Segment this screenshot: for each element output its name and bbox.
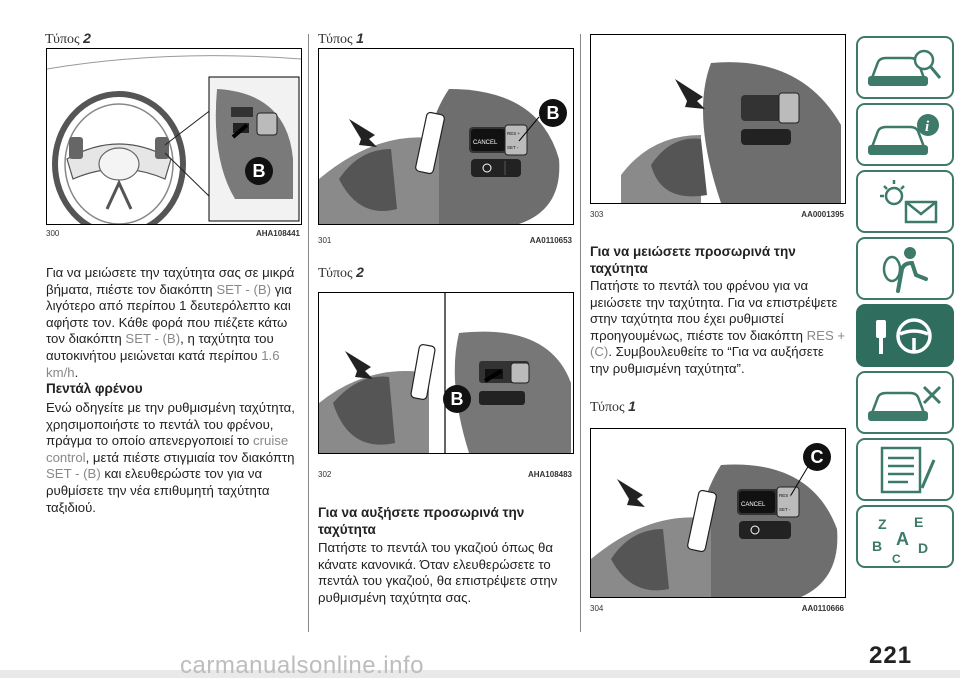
heading-decrease-temporarily: Για να μειώσετε προσωρινά την ταχύτητα xyxy=(590,244,796,276)
figure-brake-pedal-switch xyxy=(590,34,846,204)
car-search-icon[interactable] xyxy=(856,36,954,99)
type-title: Τύπος 1 xyxy=(590,398,636,415)
svg-text:D: D xyxy=(918,540,928,556)
heading-increase-temporarily: Για να αυξήσετε προσωρινά την ταχύτητα xyxy=(318,505,525,537)
alphabet-index-icon[interactable]: Z E B A D C xyxy=(856,505,954,568)
svg-text:C: C xyxy=(892,552,901,566)
callout-b: B xyxy=(539,99,567,127)
type-title: Τύπος 2 xyxy=(318,264,364,281)
cancel-label: CANCEL xyxy=(473,140,498,146)
type-title: Τύπος 1 xyxy=(318,30,364,47)
type-title: Τύπος 2 xyxy=(45,30,91,47)
cancel-label: CANCEL xyxy=(741,502,766,508)
figure-cruise-switch-type1: CANCEL RES + SET - B xyxy=(318,48,574,225)
paragraph-brake-pedal: Ενώ οδηγείτε με την ρυθμισμένη ταχύτητα,… xyxy=(46,400,295,515)
paragraph-decrease-temporarily: Πατήστε το πεντάλ του φρένου για να μειώ… xyxy=(590,278,846,376)
airbag-person-icon[interactable] xyxy=(856,237,954,300)
figure-res-switch-type1: CANCEL RES + SET - C xyxy=(590,428,846,598)
svg-text:RES +: RES + xyxy=(779,493,793,498)
footer-strip xyxy=(0,670,960,678)
heading-brake-pedal: Πεντάλ φρένου xyxy=(46,381,143,396)
svg-text:SET -: SET - xyxy=(507,145,519,150)
figure-steering-wheel: B xyxy=(46,48,302,225)
svg-text:Z: Z xyxy=(878,516,887,532)
svg-text:i: i xyxy=(925,119,930,135)
paragraph-decrease-steps: Για να μειώσετε την ταχύτητα σας σε μικρ… xyxy=(46,265,295,380)
svg-text:RES +: RES + xyxy=(507,131,521,136)
svg-text:B: B xyxy=(872,538,882,554)
callout-c: C xyxy=(803,443,831,471)
watermark: carmanualsonline.info xyxy=(180,652,424,679)
page-number: 221 xyxy=(869,642,913,669)
key-steering-wheel-icon[interactable] xyxy=(856,304,954,367)
car-info-icon[interactable]: i xyxy=(856,103,954,166)
figure-cruise-switch-type2: B xyxy=(318,292,574,454)
column-divider xyxy=(580,34,581,632)
lights-message-icon[interactable] xyxy=(856,170,954,233)
paragraph-increase-temporarily: Πατήστε το πεντάλ του γκαζιού όπως θα κά… xyxy=(318,540,558,605)
svg-text:A: A xyxy=(896,529,909,549)
callout-b: B xyxy=(443,385,471,413)
svg-text:E: E xyxy=(914,514,923,530)
svg-text:SET -: SET - xyxy=(779,507,791,512)
car-tools-icon[interactable] xyxy=(856,371,954,434)
column-divider xyxy=(308,34,309,632)
checklist-icon[interactable] xyxy=(856,438,954,501)
callout-b: B xyxy=(245,157,273,185)
